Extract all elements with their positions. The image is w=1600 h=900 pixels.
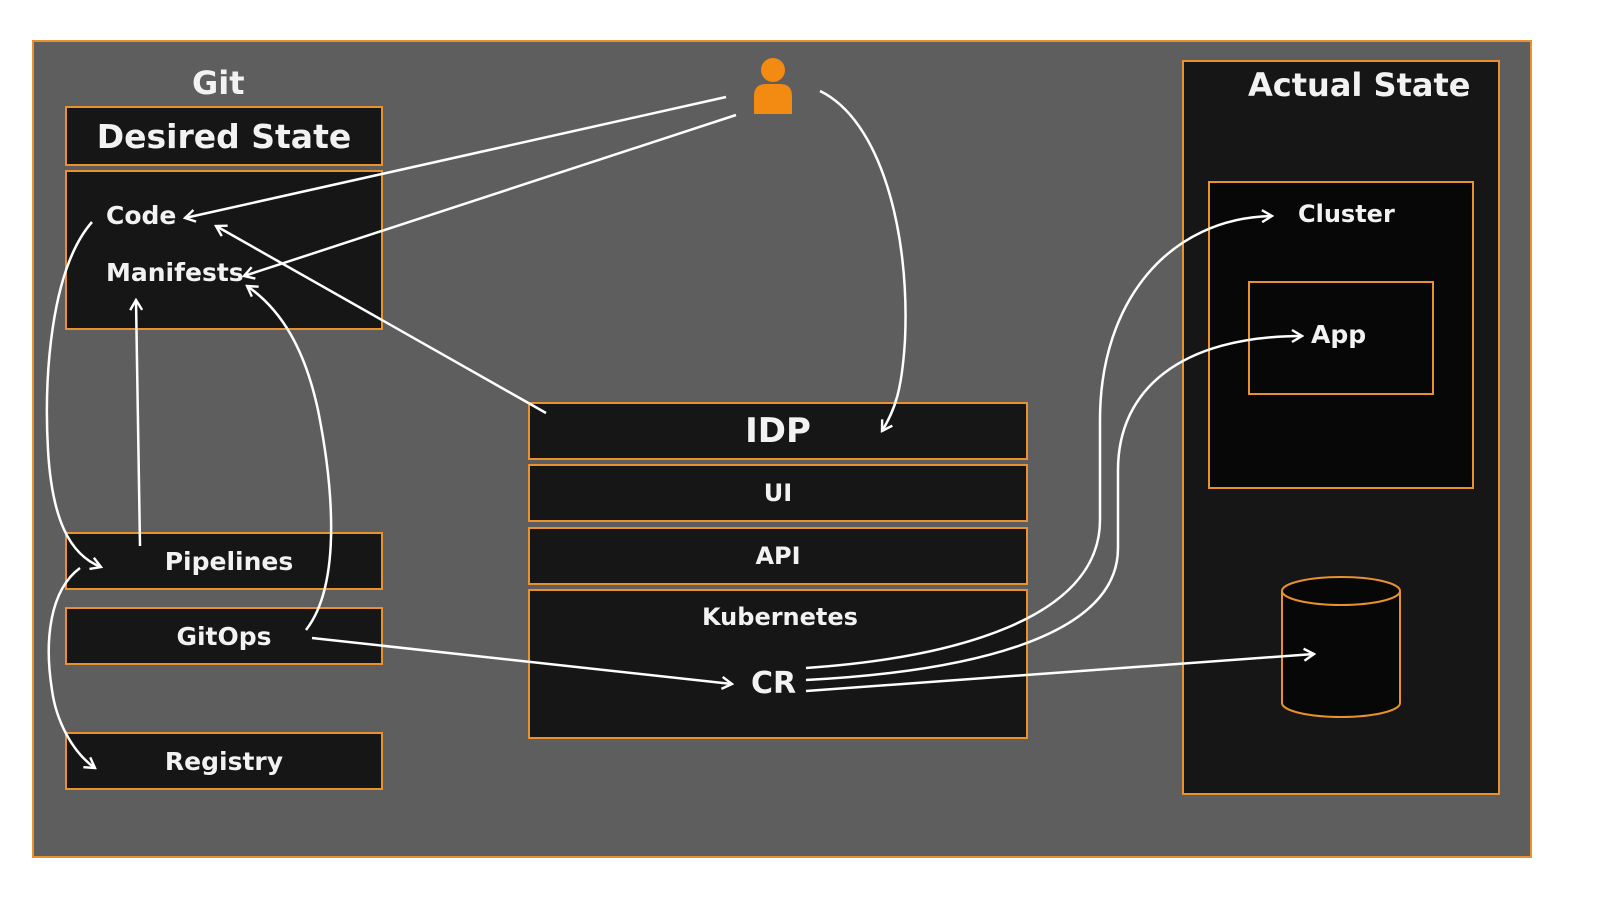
arrow-user-to-manifests [244,113,737,276]
app-label: App [1311,320,1367,349]
registry-label: Registry [164,746,284,776]
arrow-cr-to-db [805,654,1314,693]
git-title: Git [192,64,245,102]
gitops-box: GitOps [65,607,383,665]
arrow-pipelines-to-manifests [136,300,140,547]
arrow-cr-to-app [805,336,1302,682]
manifests-label: Manifests [106,258,244,287]
arrow-gitops-to-manifests [247,286,333,631]
arrow-pipelines-to-registry [47,566,95,768]
ui-label: UI [763,479,793,507]
arrow-code-to-pipelines [45,221,101,567]
actual-state-title: Actual State [1248,66,1471,104]
arrow-user-to-code [185,95,727,218]
gitops-label: GitOps [176,621,272,651]
app-box [1248,281,1434,395]
desired-state-header: Desired State [65,106,383,166]
cr-label: CR [751,666,797,701]
arrow-cr-to-cluster [805,216,1272,670]
desired-state-label: Desired State [96,116,352,156]
idp-header: IDP [528,402,1028,460]
user-icon [754,58,792,114]
arrow-user-to-idp [819,89,907,431]
arrow-idp-to-code [216,226,547,415]
registry-box: Registry [65,732,383,790]
idp-label: IDP [745,411,811,451]
api-label: API [755,542,801,570]
kubernetes-label: Kubernetes [702,603,858,631]
pipelines-label: Pipelines [164,546,294,576]
ui-layer: UI [528,464,1028,522]
db-cylinder-icon [1281,576,1401,718]
api-layer: API [528,527,1028,585]
arrow-gitops-to-cr [311,636,732,684]
code-label: Code [106,201,177,230]
cluster-label: Cluster [1298,200,1395,228]
repo-box [65,170,383,330]
